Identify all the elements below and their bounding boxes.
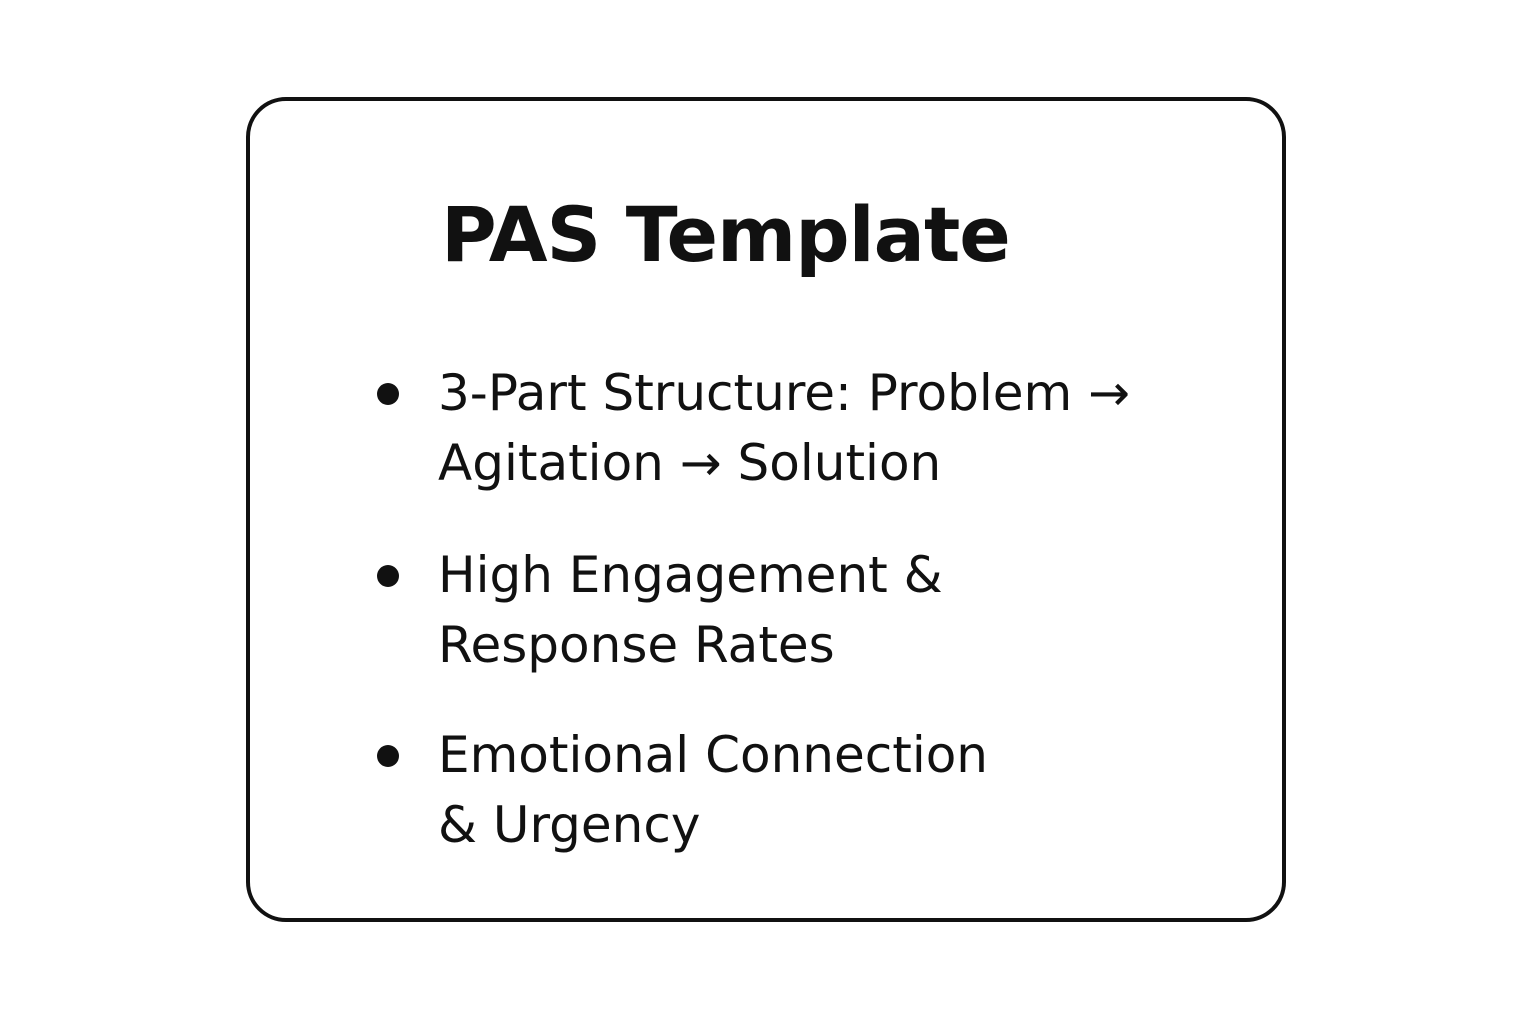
bullet-text: Emotional Connection & Urgency xyxy=(438,720,988,860)
card-title: PAS Template xyxy=(441,190,1011,279)
bullet-line-2: Response Rates xyxy=(438,616,835,674)
bullet-line-2: & Urgency xyxy=(438,796,701,854)
pas-template-card: PAS Template 3-Part Structure: Problem →… xyxy=(246,97,1286,922)
bullet-line-1: Emotional Connection xyxy=(438,726,988,784)
bullet-text: High Engagement & Response Rates xyxy=(438,540,943,680)
bullet-line-1: High Engagement & xyxy=(438,546,943,604)
bullet-dot-icon xyxy=(377,383,399,405)
bullet-dot-icon xyxy=(377,745,399,767)
bullet-line-1: 3-Part Structure: Problem → xyxy=(438,364,1130,422)
bullet-line-2: Agitation → Solution xyxy=(438,434,942,492)
bullet-text: 3-Part Structure: Problem → Agitation → … xyxy=(438,358,1130,498)
bullet-dot-icon xyxy=(377,565,399,587)
